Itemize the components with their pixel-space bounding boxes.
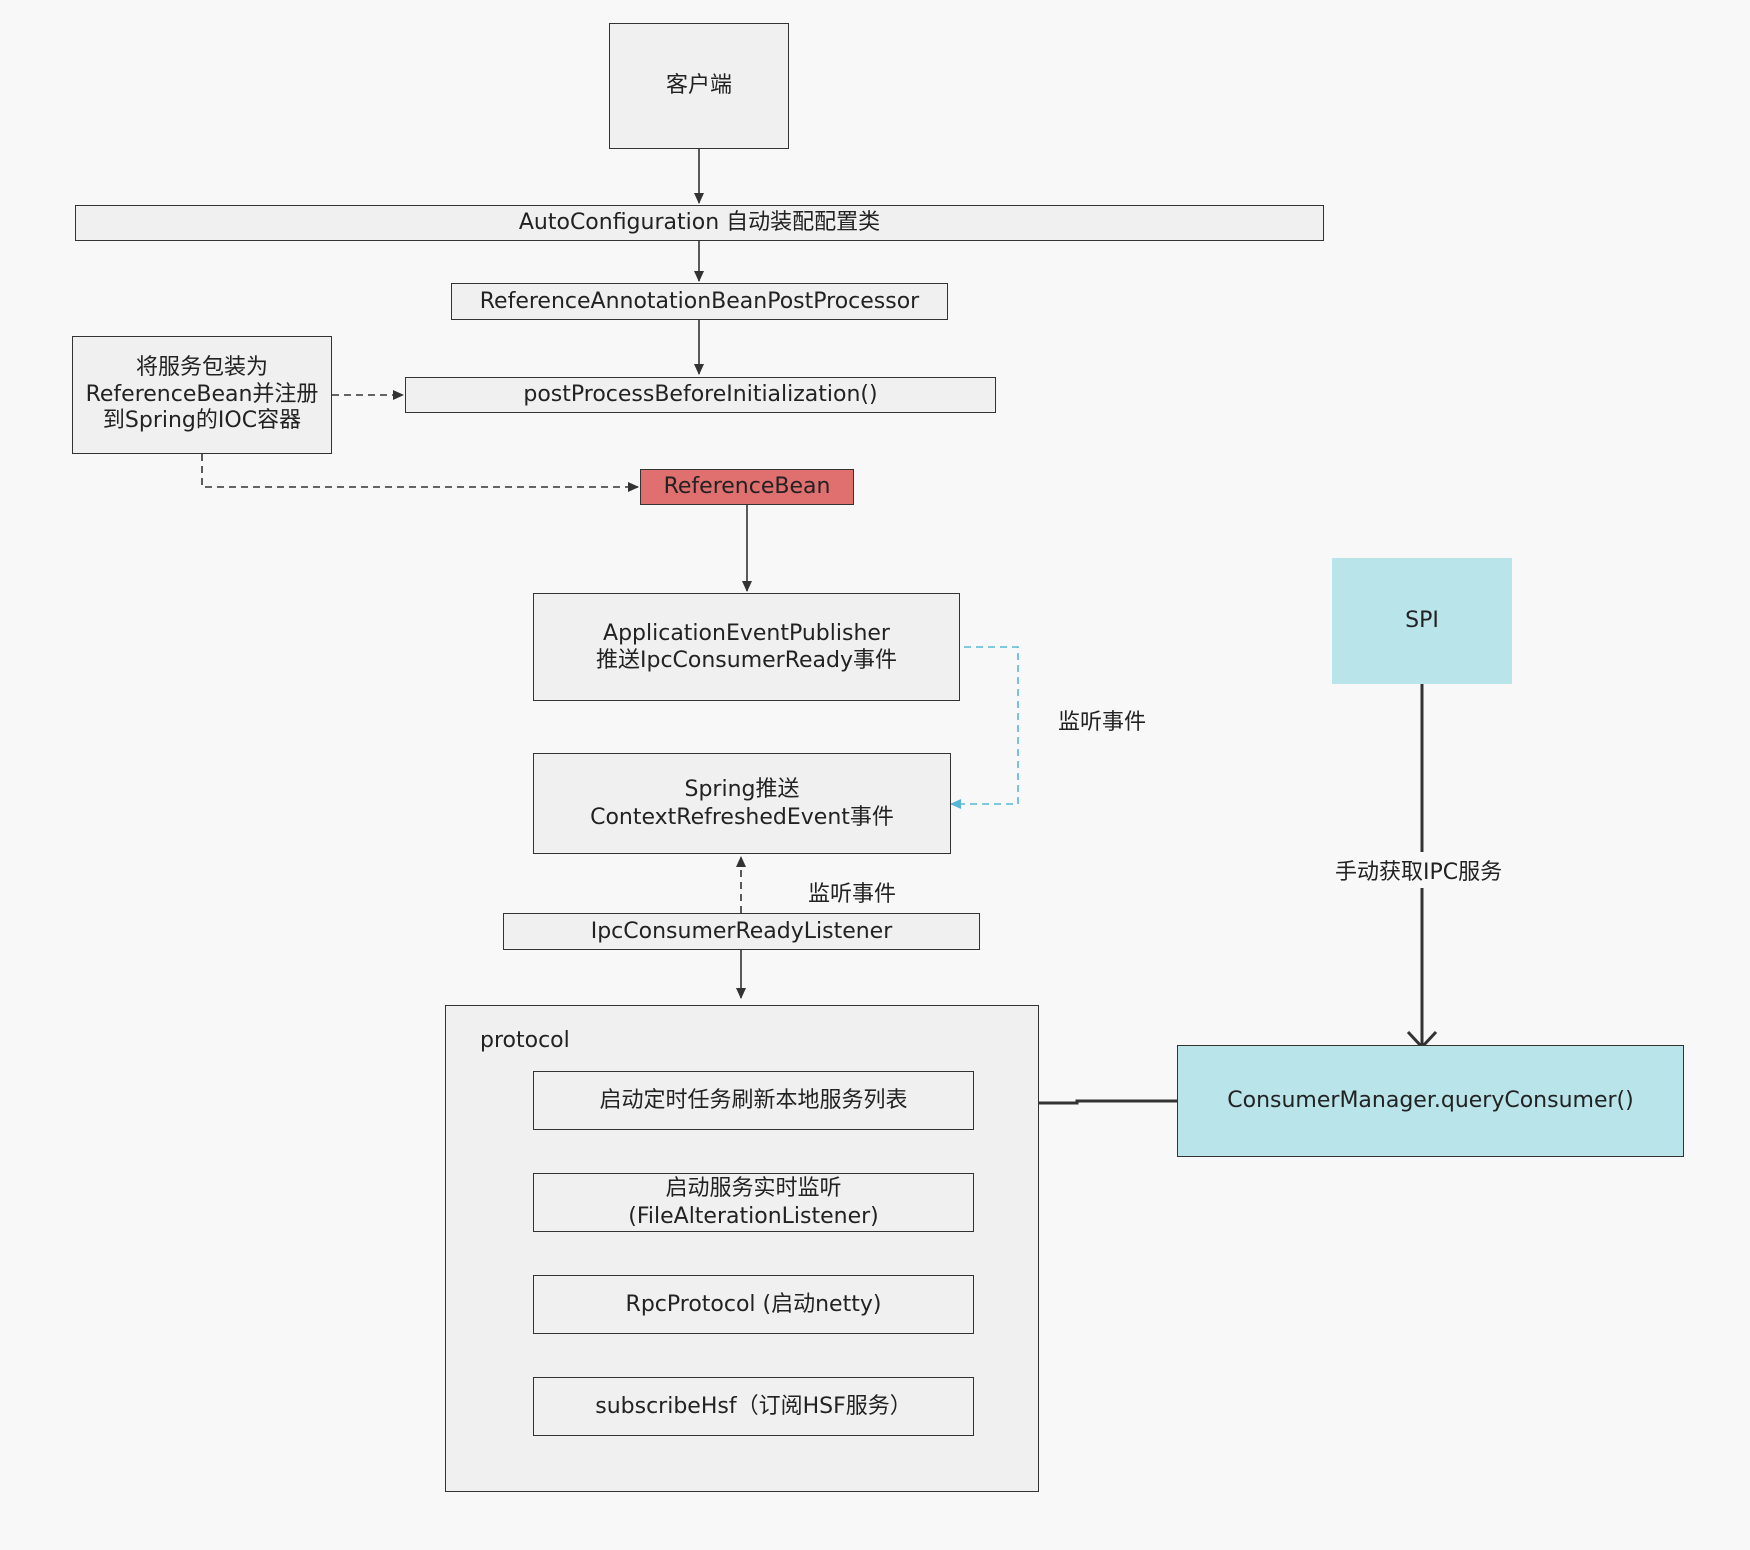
client-label: 客户端 bbox=[665, 73, 732, 99]
ready-listener-node: IpcConsumerReadyListener bbox=[503, 913, 980, 950]
subscribe-hsf-label: subscribeHsf（订阅HSF服务） bbox=[595, 1393, 912, 1419]
post-process-label: postProcessBeforeInitialization() bbox=[523, 382, 878, 408]
edge-note-to-referencebean bbox=[201, 454, 639, 492]
event-publisher-line2: 推送IpcConsumerReady事件 bbox=[595, 648, 898, 673]
reference-processor-label: ReferenceAnnotationBeanPostProcessor bbox=[479, 288, 920, 314]
context-refreshed-node: Spring推送 ContextRefreshedEvent事件 bbox=[533, 753, 951, 854]
subscribe-hsf-node: subscribeHsf（订阅HSF服务） bbox=[533, 1377, 974, 1436]
manual-get-ipc-label: 手动获取IPC服务 bbox=[1331, 852, 1507, 888]
client-node: 客户端 bbox=[609, 23, 789, 149]
listen-event-label-2: 监听事件 bbox=[808, 882, 897, 907]
reference-bean-node: ReferenceBean bbox=[640, 469, 854, 505]
rpc-protocol-node: RpcProtocol (启动netty) bbox=[533, 1275, 974, 1334]
spi-node: SPI bbox=[1332, 558, 1512, 684]
refresh-task-node: 启动定时任务刷新本地服务列表 bbox=[533, 1071, 974, 1130]
event-publisher-line1: ApplicationEventPublisher bbox=[603, 620, 890, 646]
protocol-title: protocol bbox=[480, 1028, 570, 1053]
event-publisher-node: ApplicationEventPublisher 推送IpcConsumerR… bbox=[533, 593, 960, 701]
file-listener-line2: (FileAlterationListener) bbox=[628, 1203, 879, 1229]
consumer-manager-label: ConsumerManager.queryConsumer() bbox=[1227, 1088, 1634, 1114]
context-refreshed-line1: Spring推送 bbox=[684, 777, 800, 802]
context-refreshed-line2: ContextRefreshedEvent事件 bbox=[590, 804, 894, 830]
refresh-task-label: 启动定时任务刷新本地服务列表 bbox=[599, 1087, 908, 1113]
auto-configuration-node: AutoConfiguration 自动装配配置类 bbox=[75, 205, 1324, 241]
edge-publisher-to-context-event bbox=[950, 646, 1019, 809]
consumer-manager-node: ConsumerManager.queryConsumer() bbox=[1177, 1045, 1684, 1157]
post-process-node: postProcessBeforeInitialization() bbox=[405, 377, 996, 413]
wrap-reference-bean-note: 将服务包装为ReferenceBean并注册到Spring的IOC容器 bbox=[72, 336, 332, 454]
file-listener-node: 启动服务实时监听 (FileAlterationListener) bbox=[533, 1173, 974, 1232]
reference-processor-node: ReferenceAnnotationBeanPostProcessor bbox=[451, 283, 948, 320]
ready-listener-label: IpcConsumerReadyListener bbox=[590, 918, 893, 944]
auto-configuration-label: AutoConfiguration 自动装配配置类 bbox=[518, 210, 881, 236]
file-listener-line1: 启动服务实时监听 bbox=[665, 1176, 842, 1201]
reference-bean-label: ReferenceBean bbox=[663, 474, 831, 500]
wrap-reference-bean-label: 将服务包装为ReferenceBean并注册到Spring的IOC容器 bbox=[85, 355, 319, 434]
rpc-protocol-label: RpcProtocol (启动netty) bbox=[625, 1291, 882, 1317]
spi-label: SPI bbox=[1405, 608, 1439, 634]
listen-event-label-1: 监听事件 bbox=[1058, 710, 1147, 735]
